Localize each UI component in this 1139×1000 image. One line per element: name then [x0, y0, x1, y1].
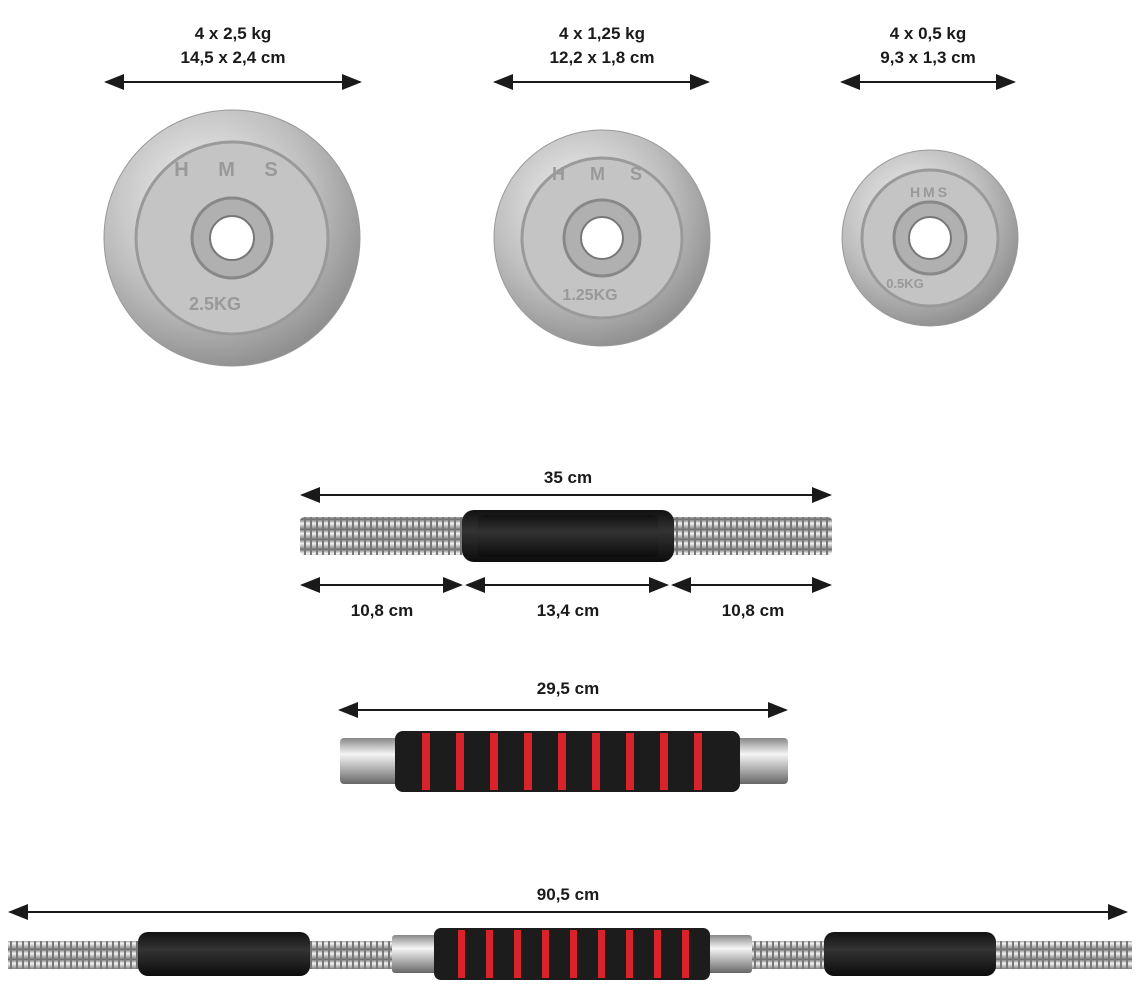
- handle-right-thread-length: 10,8 cm: [721, 601, 785, 620]
- plate-0-5kg-count: 4 x 0,5 kg: [889, 24, 967, 43]
- handle-left-thread-length: 10,8 cm: [350, 601, 414, 620]
- barbell: [8, 928, 1132, 980]
- handle-grip-length: 13,4 cm: [536, 601, 600, 620]
- barbell-length: 90,5 cm: [536, 885, 600, 904]
- plate-1-25kg-count: 4 x 1,25 kg: [558, 24, 646, 43]
- plate-2-5kg-count: 4 x 2,5 kg: [194, 24, 272, 43]
- plate-1-25kg: [493, 129, 711, 347]
- plate-1-25kg-size: 12,2 x 1,8 cm: [549, 48, 655, 67]
- dimension-arrows: [8, 74, 1128, 920]
- plate-2-5kg: [103, 109, 361, 367]
- plate-0-5kg-brand: HMS: [909, 184, 951, 200]
- plate-1-25kg-brand: H M S: [551, 164, 653, 184]
- plate-2-5kg-brand: H M S: [174, 159, 290, 181]
- connector-tube: [340, 731, 788, 792]
- plate-2-5kg-size: 14,5 x 2,4 cm: [180, 48, 286, 67]
- plate-1-25kg-weight: 1.25KG: [562, 287, 618, 304]
- handle-total-length: 35 cm: [543, 468, 593, 487]
- plate-2-5kg-weight: 2.5KG: [188, 294, 242, 314]
- plate-0-5kg-size: 9,3 x 1,3 cm: [880, 48, 976, 67]
- plate-0-5kg: [841, 149, 1019, 327]
- connector-length: 29,5 cm: [536, 679, 600, 698]
- dumbbell-handle: [300, 510, 832, 562]
- plate-0-5kg-weight: 0.5KG: [886, 276, 924, 291]
